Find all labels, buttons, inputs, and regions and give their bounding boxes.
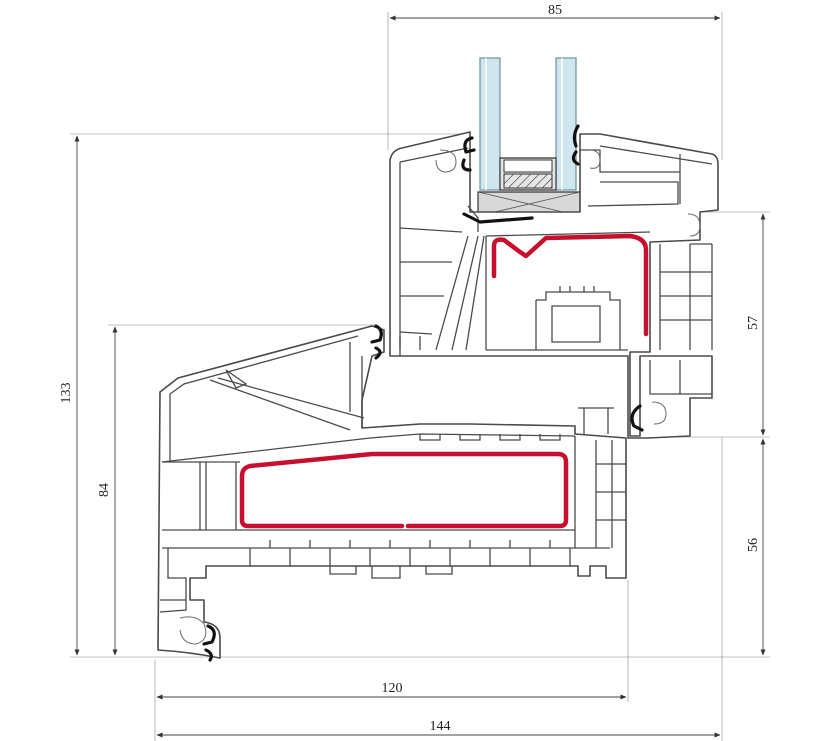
- dim-label-57: 57: [746, 316, 761, 330]
- frame-reinforcement: [239, 451, 569, 529]
- dim-label-133: 133: [59, 383, 74, 404]
- dimension-labels: 85 133 84 57 56 120 144: [59, 3, 761, 734]
- gasket-bottom-left: [202, 624, 216, 662]
- gasket-glazing-bottom: [462, 212, 534, 224]
- dim-label-56: 56: [746, 538, 761, 552]
- glass-pane-left: [479, 57, 501, 191]
- glass-pane-right: [555, 57, 577, 191]
- dim-label-120: 120: [382, 681, 403, 696]
- dim-label-85: 85: [548, 3, 562, 18]
- gasket-glazing-outer: [461, 136, 476, 172]
- dim-label-144: 144: [430, 719, 451, 734]
- gasket-glazing-inner: [571, 124, 580, 166]
- sash-profile: [347, 131, 719, 439]
- frame-profile: [157, 325, 627, 659]
- glazing-unit: [477, 57, 581, 217]
- sash-reinforcement: [491, 233, 649, 337]
- extension-lines: [70, 12, 770, 741]
- gasket-sash-frame: [370, 324, 383, 360]
- dimension-lines: [74, 15, 766, 738]
- sash-outer-outline: [389, 131, 719, 439]
- gasket-center: [630, 404, 644, 432]
- gaskets: [202, 124, 644, 662]
- steel-reinforcements: [239, 233, 649, 529]
- frame-outer-outline: [157, 325, 627, 659]
- dim-label-84: 84: [97, 483, 112, 497]
